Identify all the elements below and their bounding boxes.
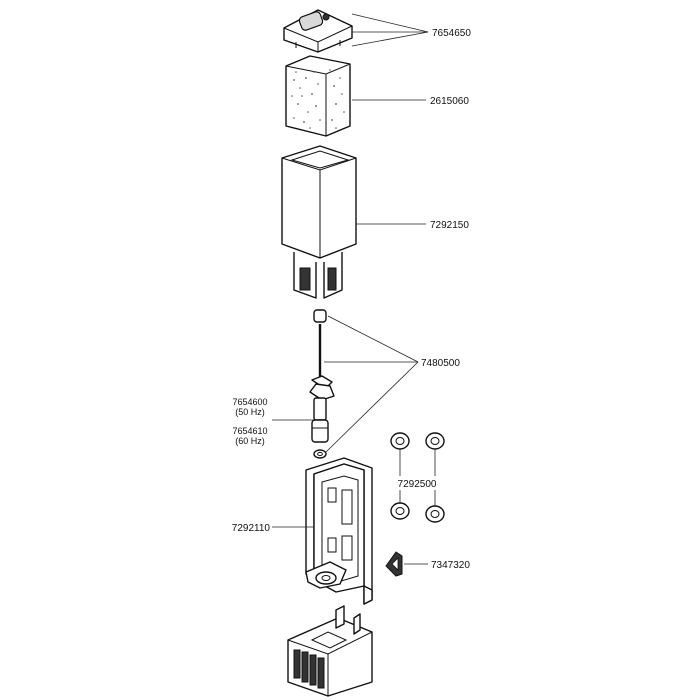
label-clip: 7347320 (431, 560, 470, 571)
suction-cup (425, 432, 445, 450)
label-filter-housing: 7292150 (430, 220, 469, 231)
suction-cup (390, 502, 410, 520)
sponge-part (285, 55, 351, 137)
label-suction-cups: 7292500 (398, 479, 437, 490)
suction-cup (390, 432, 410, 450)
filter-housing-part (281, 145, 357, 299)
label-impeller-50hz-note: (50 Hz) (235, 407, 265, 417)
suction-cups-part (390, 432, 445, 523)
shaft-part (313, 309, 327, 378)
clip-part (385, 551, 403, 577)
pump-housing-part (305, 457, 373, 605)
impeller-part (309, 375, 335, 443)
leader-lines (272, 13, 436, 565)
label-pump-housing: 7292110 (232, 523, 271, 534)
label-impeller-60hz-note: (60 Hz) (235, 436, 265, 446)
suction-cup (425, 505, 445, 523)
label-impeller-50hz: 7654600 (232, 397, 267, 407)
label-shaft-set: 7480500 (421, 358, 460, 369)
bushing-part (313, 449, 327, 459)
motor-base-part (287, 605, 373, 697)
label-impeller-60hz: 7654610 (232, 426, 267, 436)
label-lid: 7654650 (432, 28, 471, 39)
lid-part (283, 9, 353, 53)
label-sponge: 2615060 (430, 96, 469, 107)
